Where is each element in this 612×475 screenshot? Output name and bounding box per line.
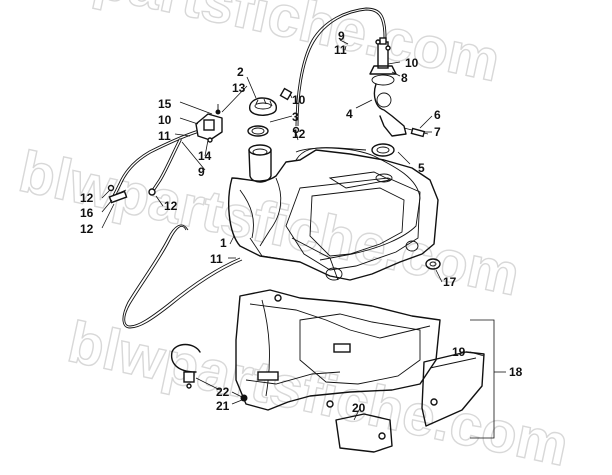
fuel-hoses bbox=[112, 7, 421, 329]
callout-10-right: 10 bbox=[405, 56, 419, 70]
callout-2: 2 bbox=[237, 65, 244, 79]
callout-6: 6 bbox=[434, 108, 441, 122]
callout-4: 4 bbox=[346, 107, 353, 121]
callout-18: 18 bbox=[509, 365, 523, 379]
callout-11-top: 11 bbox=[334, 43, 347, 57]
hose-fittings bbox=[107, 39, 429, 204]
fuel-cap bbox=[248, 97, 277, 116]
callout-17: 17 bbox=[443, 275, 457, 289]
callout-9-top: 9 bbox=[338, 29, 345, 43]
callout-3: 3 bbox=[292, 110, 299, 124]
tank-cover bbox=[235, 289, 441, 411]
hose-clamp bbox=[170, 343, 201, 389]
lower-panel bbox=[335, 413, 393, 453]
callout-12-a: 12 bbox=[80, 191, 94, 205]
leader-lines bbox=[101, 39, 506, 421]
fuel-pump-sender bbox=[369, 37, 407, 157]
callout-10-left: 10 bbox=[158, 113, 172, 127]
side-panel bbox=[421, 351, 485, 427]
callout-8: 8 bbox=[401, 71, 408, 85]
callout-16: 16 bbox=[80, 206, 94, 220]
callout-10-mid: 10 bbox=[292, 93, 306, 107]
callout-9-left: 9 bbox=[198, 165, 205, 179]
callout-11-left: 11 bbox=[158, 129, 171, 143]
callout-12-mid: 12 bbox=[292, 127, 306, 141]
callout-22: 22 bbox=[216, 385, 230, 399]
callout-12-hose: 12 bbox=[164, 199, 178, 213]
callout-20: 20 bbox=[352, 401, 366, 415]
watermark-top: blwpartsfiche.com bbox=[0, 0, 506, 94]
callout-21: 21 bbox=[216, 399, 230, 413]
callout-11-bottom: 11 bbox=[210, 252, 223, 266]
callout-12-b: 12 bbox=[80, 222, 94, 236]
callout-14: 14 bbox=[198, 149, 212, 163]
callout-13: 13 bbox=[232, 81, 246, 95]
fuel-tank bbox=[228, 144, 439, 281]
cap-gasket bbox=[247, 125, 269, 137]
bracket-18 bbox=[470, 319, 495, 439]
callout-7: 7 bbox=[434, 125, 441, 139]
callout-5: 5 bbox=[418, 161, 425, 175]
grommet bbox=[425, 258, 441, 270]
callout-labels: 2 13 15 10 11 14 9 9 11 10 3 12 10 8 4 5… bbox=[80, 29, 523, 415]
callout-19: 19 bbox=[452, 345, 466, 359]
callout-1: 1 bbox=[220, 236, 227, 250]
callout-15: 15 bbox=[158, 97, 172, 111]
watermark-bottom: blwpartsfiche.com bbox=[63, 309, 575, 475]
fuel-filter bbox=[195, 104, 223, 143]
